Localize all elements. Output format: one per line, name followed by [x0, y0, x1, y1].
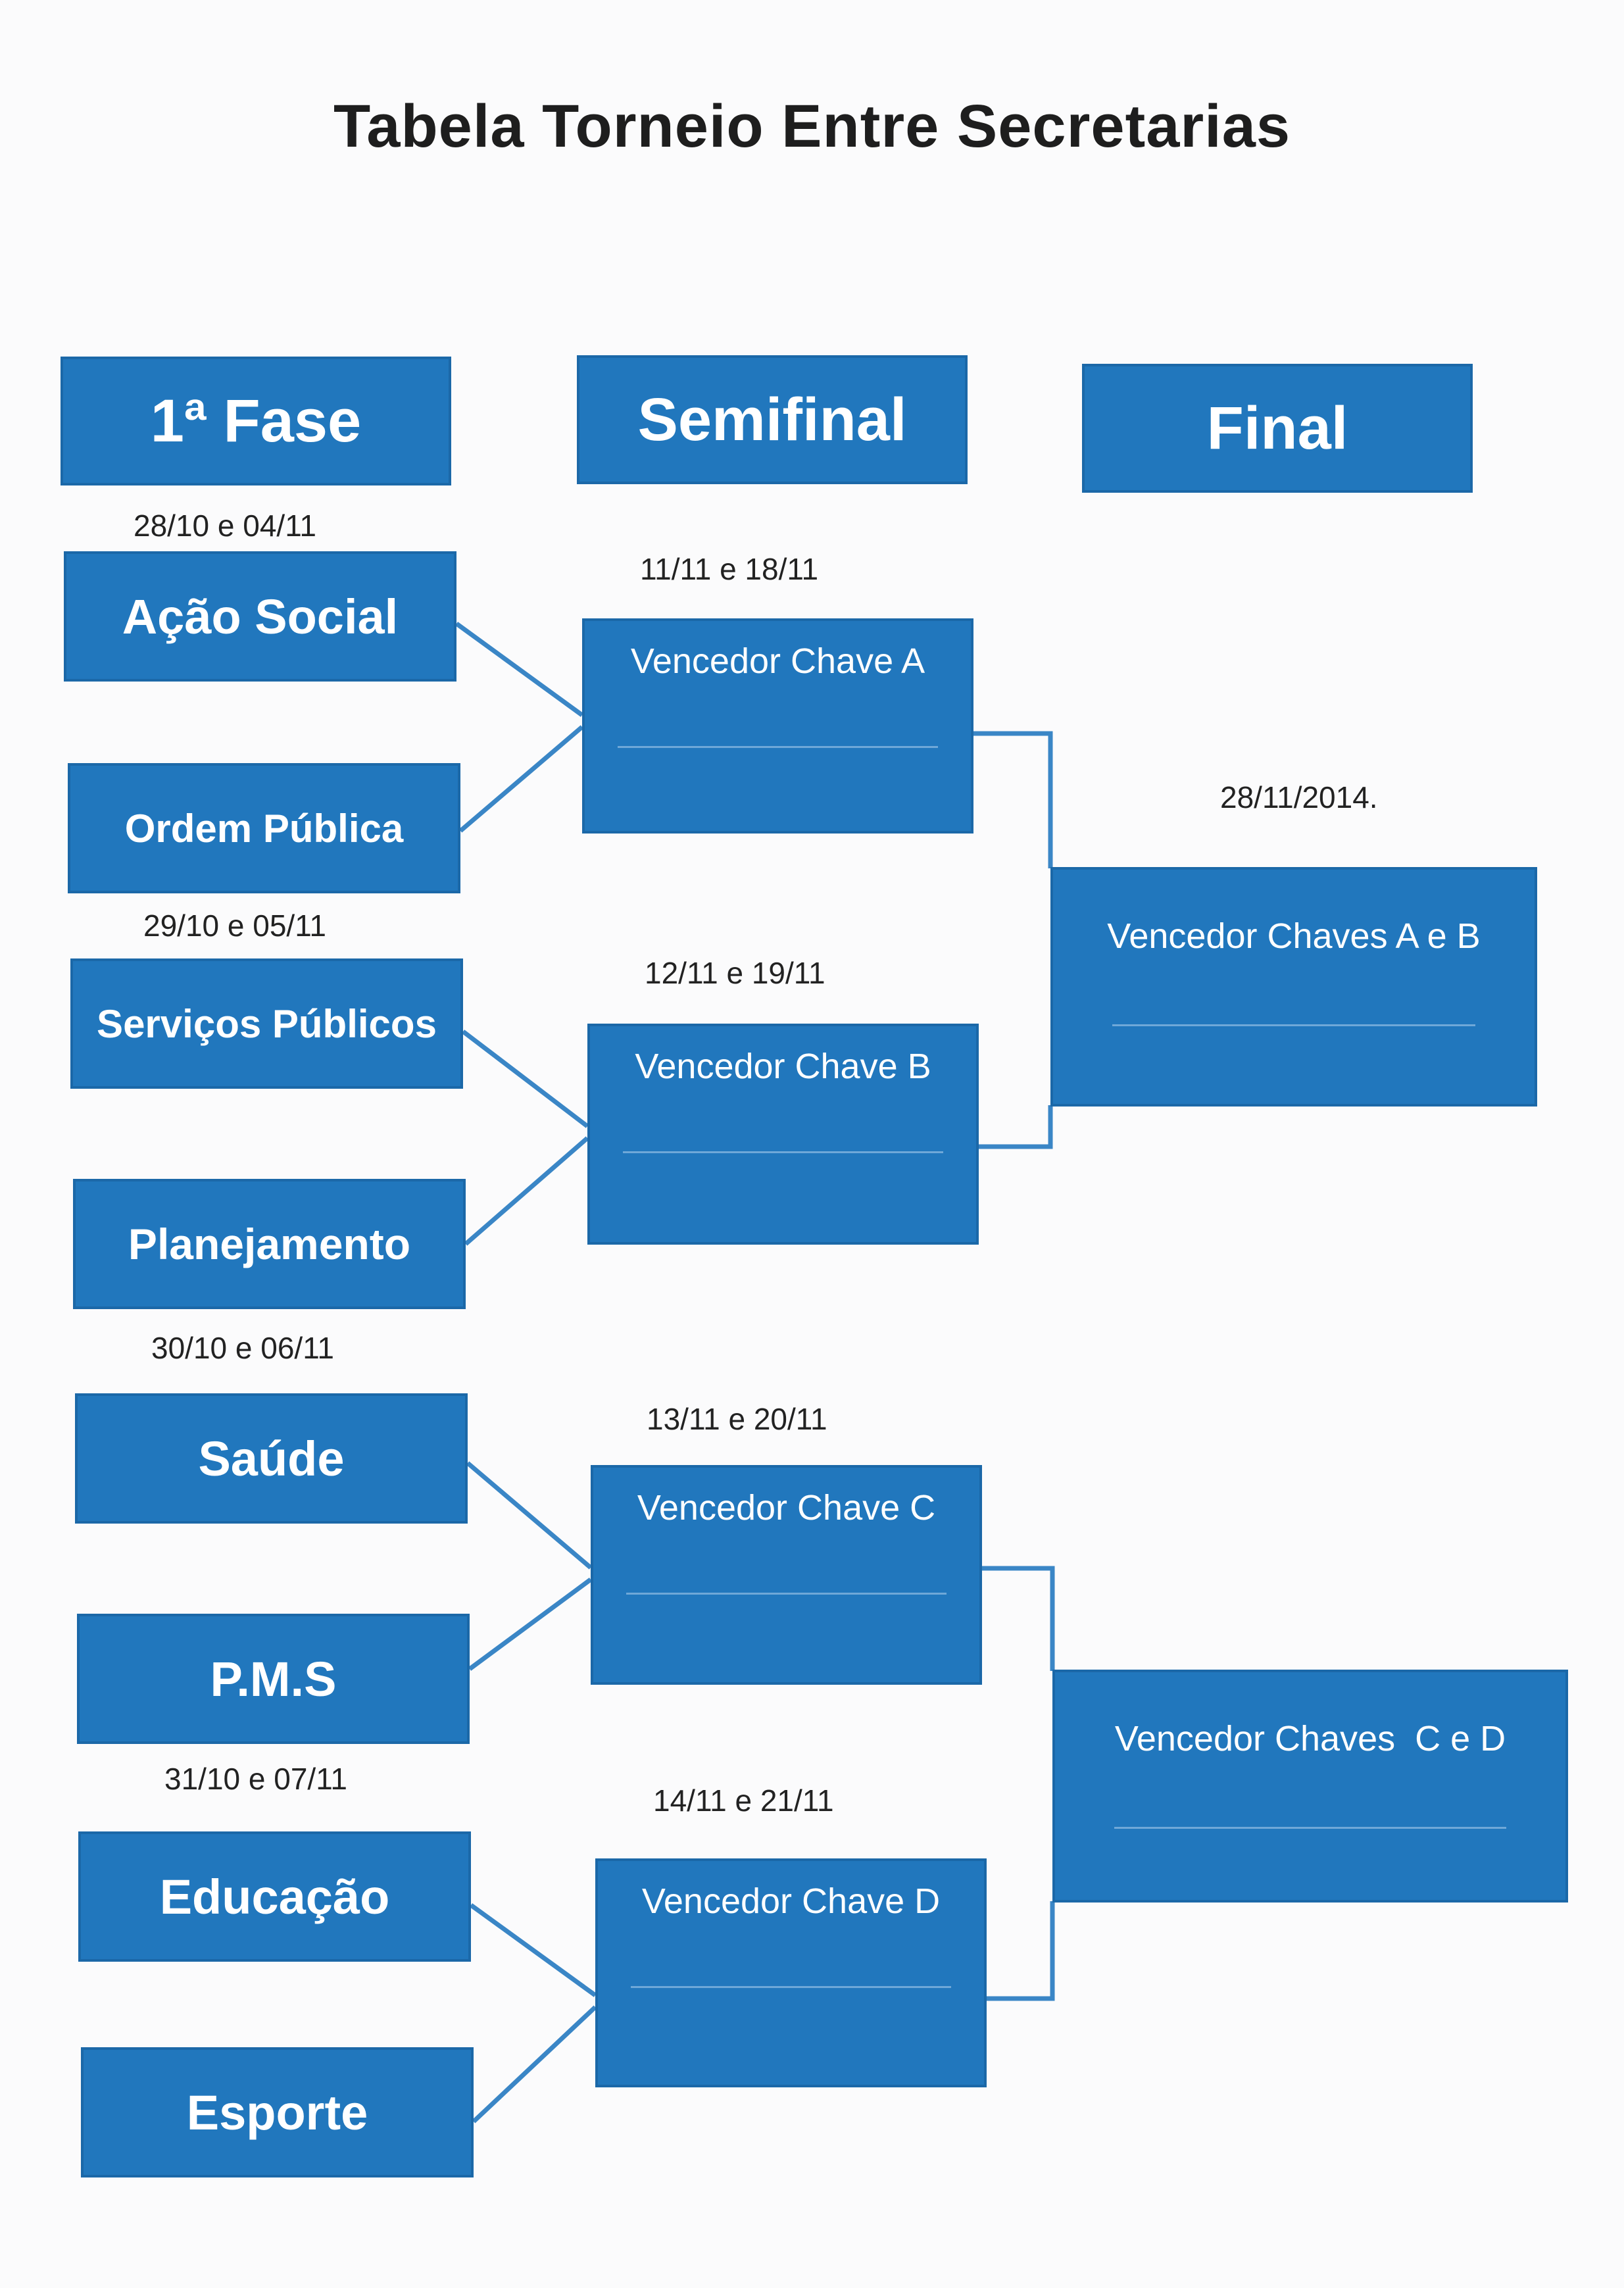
semifinal-winner-box: Vencedor Chave A: [582, 618, 973, 833]
final-winner-box: Vencedor Chaves A e B: [1050, 867, 1537, 1107]
team-box: Educação: [78, 1831, 471, 1962]
phase1-date: 31/10 e 07/11: [164, 1762, 347, 1796]
semifinal-date: 11/11 e 18/11: [640, 552, 819, 586]
team-box: Saúde: [75, 1393, 468, 1524]
connector-line: [461, 1030, 589, 1128]
winner-blank-line: [1112, 1024, 1475, 1026]
semifinal-date: 13/11 e 20/11: [647, 1402, 827, 1436]
connector-line: [978, 1566, 1055, 1671]
semifinal-winner-label: Vencedor Chave B: [635, 1047, 931, 1086]
header-semifinal: Semifinal: [577, 355, 968, 484]
final-winner-label: Vencedor Chaves C e D: [1114, 1719, 1506, 1758]
connector-line: [469, 1903, 597, 1997]
final-date: 28/11/2014.: [1220, 780, 1378, 814]
phase1-date: 28/10 e 04/11: [134, 509, 316, 543]
team-box: Ordem Pública: [68, 763, 460, 893]
winner-blank-line: [618, 746, 938, 748]
connector-line: [983, 1901, 1055, 2001]
connector-line: [466, 1461, 593, 1570]
team-box: Serviços Públicos: [70, 958, 463, 1089]
final-winner-box: Vencedor Chaves C e D: [1052, 1670, 1568, 1903]
semifinal-winner-label: Vencedor Chave D: [641, 1881, 941, 1921]
semifinal-date: 12/11 e 19/11: [645, 956, 825, 990]
team-box: Ação Social: [64, 551, 456, 682]
connector-line: [472, 2005, 597, 2124]
connector-line: [468, 1578, 593, 1671]
team-box: Esporte: [81, 2047, 474, 2177]
page-title: Tabela Torneio Entre Secretarias: [333, 93, 1291, 160]
winner-blank-line: [626, 1593, 947, 1595]
winner-blank-line: [1114, 1827, 1506, 1829]
phase1-date: 29/10 e 05/11: [143, 908, 326, 943]
semifinal-winner-box: Vencedor Chave D: [595, 1858, 987, 2087]
semifinal-winner-box: Vencedor Chave C: [591, 1465, 982, 1685]
connector-line: [458, 725, 584, 833]
connector-line: [973, 731, 1053, 868]
team-box: P.M.S: [77, 1614, 470, 1744]
semifinal-date: 14/11 e 21/11: [653, 1783, 834, 1818]
winner-blank-line: [623, 1151, 943, 1153]
semifinal-winner-label: Vencedor Chave C: [637, 1488, 936, 1528]
header-phase1: 1ª Fase: [61, 357, 451, 485]
phase1-date: 30/10 e 06/11: [151, 1331, 334, 1365]
team-box: Planejamento: [73, 1179, 466, 1309]
header-final: Final: [1082, 364, 1473, 493]
winner-blank-line: [631, 1986, 951, 1988]
connector-line: [455, 622, 584, 717]
connector-line: [464, 1136, 589, 1246]
semifinal-winner-label: Vencedor Chave A: [630, 641, 925, 681]
final-winner-label: Vencedor Chaves A e B: [1107, 916, 1481, 956]
connector-line: [975, 1105, 1053, 1149]
semifinal-winner-box: Vencedor Chave B: [587, 1024, 979, 1245]
